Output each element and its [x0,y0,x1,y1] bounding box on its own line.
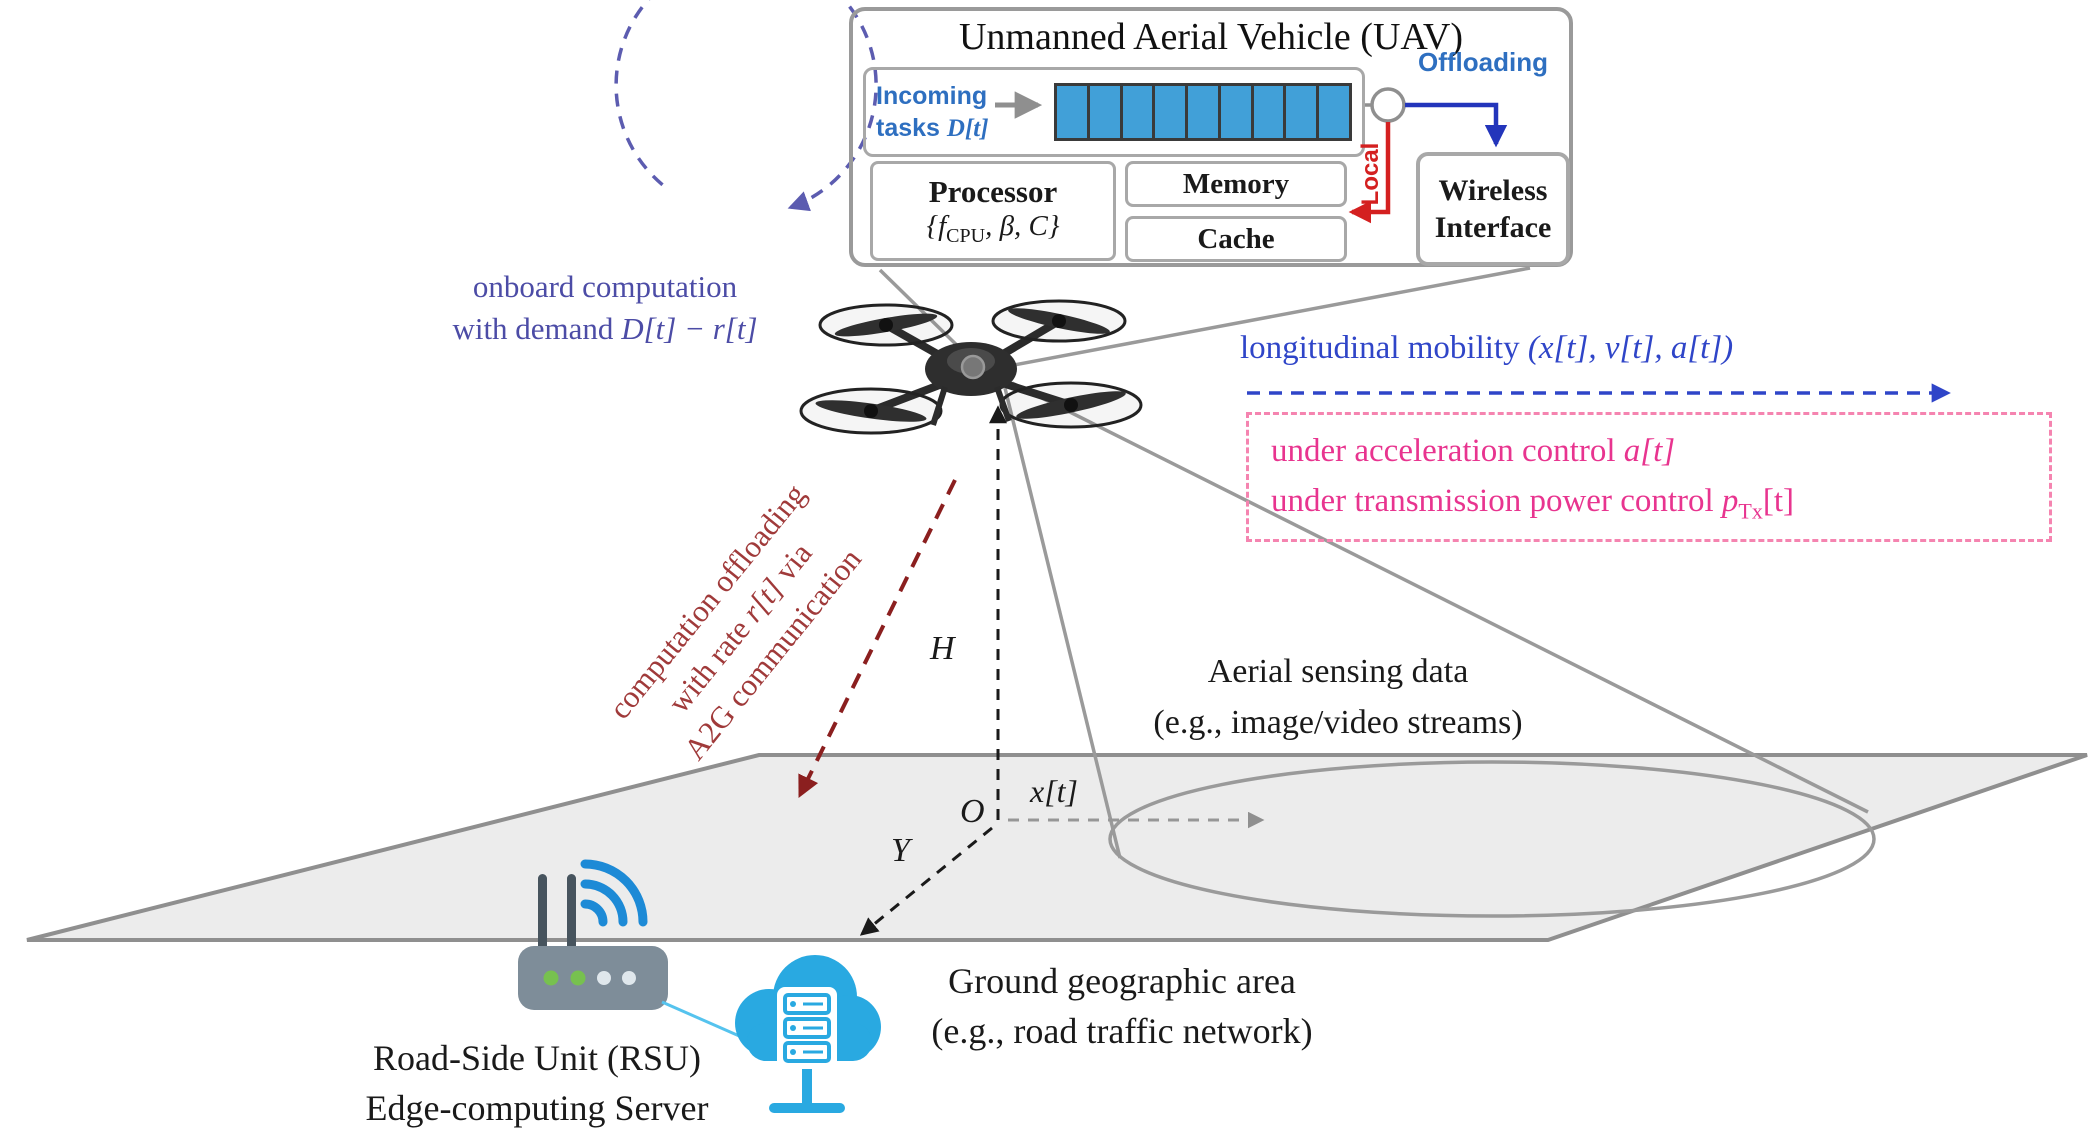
aerial-sensing-label: Aerial sensing data (e.g., image/video s… [1128,646,1548,748]
onboard-math: D[t] − r[t] [621,310,758,346]
power-pre: under transmission power control [1271,482,1722,519]
onboard-line1: onboard computation [472,269,738,304]
memory-label: Memory [1182,167,1290,200]
h-axis-label: H [930,630,955,667]
router-led [597,971,611,985]
routing-junction-node [1370,87,1406,123]
processor-label: Processor [928,174,1058,210]
ground-line1: Ground geographic area [948,961,1296,1001]
router-led [543,970,559,986]
control-annotation-box: under acceleration control a[t] under tr… [1246,412,2052,543]
offloading-label: Offloading [1418,47,1548,77]
y-axis-arrow [859,826,993,936]
memory-box: Memory [1125,161,1347,207]
task-queue [1054,83,1353,141]
local-route-arrow [1348,122,1391,224]
rsu-router-icon [518,874,668,1010]
onboard-line2: with demand [452,310,622,346]
router-led [570,970,586,986]
x-axis-label: x[t] [1030,773,1078,809]
task-queue-panel: Incoming tasks D[t] [863,67,1365,157]
queue-cell [1217,83,1254,141]
wireless-line1: Wireless [1438,173,1548,207]
sensing-cone-line-left [1003,387,1122,859]
origin-label: O [960,793,985,830]
y-axis-label: Y [891,832,910,869]
rsu-line2: Edge-computing Server [365,1088,709,1129]
a2g-offload-arrow [798,479,957,798]
processor-spec: {fCPU, β, C} [927,210,1060,248]
offload-route-arrow [1405,102,1508,148]
processor-box: Processor {fCPU, β, C} [870,161,1116,261]
queue-cell [1185,83,1221,141]
cache-box: Cache [1125,216,1347,262]
queue-cell [1316,83,1353,141]
queue-cell [1283,83,1320,141]
cache-label: Cache [1197,222,1275,255]
sensing-cone-line-right [1011,381,1869,814]
aerial-line1: Aerial sensing data [1207,653,1469,690]
onboard-computation-label: onboard computation with demand D[t] − r… [405,266,805,350]
incoming-line2: tasks [876,114,947,142]
processor-spec-pre: {f [926,210,947,243]
router-led [622,971,636,985]
wireless-line2: Interface [1434,211,1552,244]
queue-cell [1152,83,1189,141]
queue-cell [1119,83,1156,141]
mobility-label: longitudinal mobility (x[t], v[t], a[t]) [1240,330,1980,367]
ground-line2: (e.g., road traffic network) [931,1011,1313,1052]
callout-line-right [997,266,1531,370]
incoming-tasks-label: Incoming tasks D[t] [876,80,1051,145]
cloud-server-icon [735,955,881,1113]
mobility-math: (x[t], v[t], a[t]) [1527,330,1734,366]
power-post: [t] [1762,482,1795,519]
processor-spec-sub: CPU [946,224,986,247]
drone-icon [799,299,1143,435]
mobility-text: longitudinal mobility [1240,330,1528,366]
incoming-line1: Incoming [876,82,988,110]
power-sub: Tx [1738,498,1763,524]
queue-cell [1250,83,1287,141]
local-label: Local [1357,142,1384,206]
power-control-label: under transmission power control pTx[t] [1271,477,2027,528]
rsu-label: Road-Side Unit (RSU) Edge-computing Serv… [317,1033,757,1130]
sensing-coverage-ellipse [1108,760,1876,918]
queue-cell [1086,83,1123,141]
processor-spec-post: , β, C} [985,210,1060,243]
uav-title: Unmanned Aerial Vehicle (UAV) [958,16,1464,58]
rsu-line1: Road-Side Unit (RSU) [373,1038,701,1078]
accel-pre: under acceleration control [1271,433,1624,469]
ground-area-label: Ground geographic area (e.g., road traff… [902,956,1342,1057]
wireless-interface-box: Wireless Interface [1416,152,1570,266]
onboard-loop-arrow [614,0,878,212]
wifi-signal-icon [580,859,648,927]
incoming-math: D[t] [946,115,989,142]
aerial-line2: (e.g., image/video streams) [1153,704,1523,741]
power-var: p [1721,482,1739,519]
queue-cell [1054,83,1090,141]
uav-architecture-box: Unmanned Aerial Vehicle (UAV) Incoming t… [849,7,1573,267]
accel-math: a[t] [1623,433,1676,469]
acceleration-control-label: under acceleration control a[t] [1271,427,2027,477]
